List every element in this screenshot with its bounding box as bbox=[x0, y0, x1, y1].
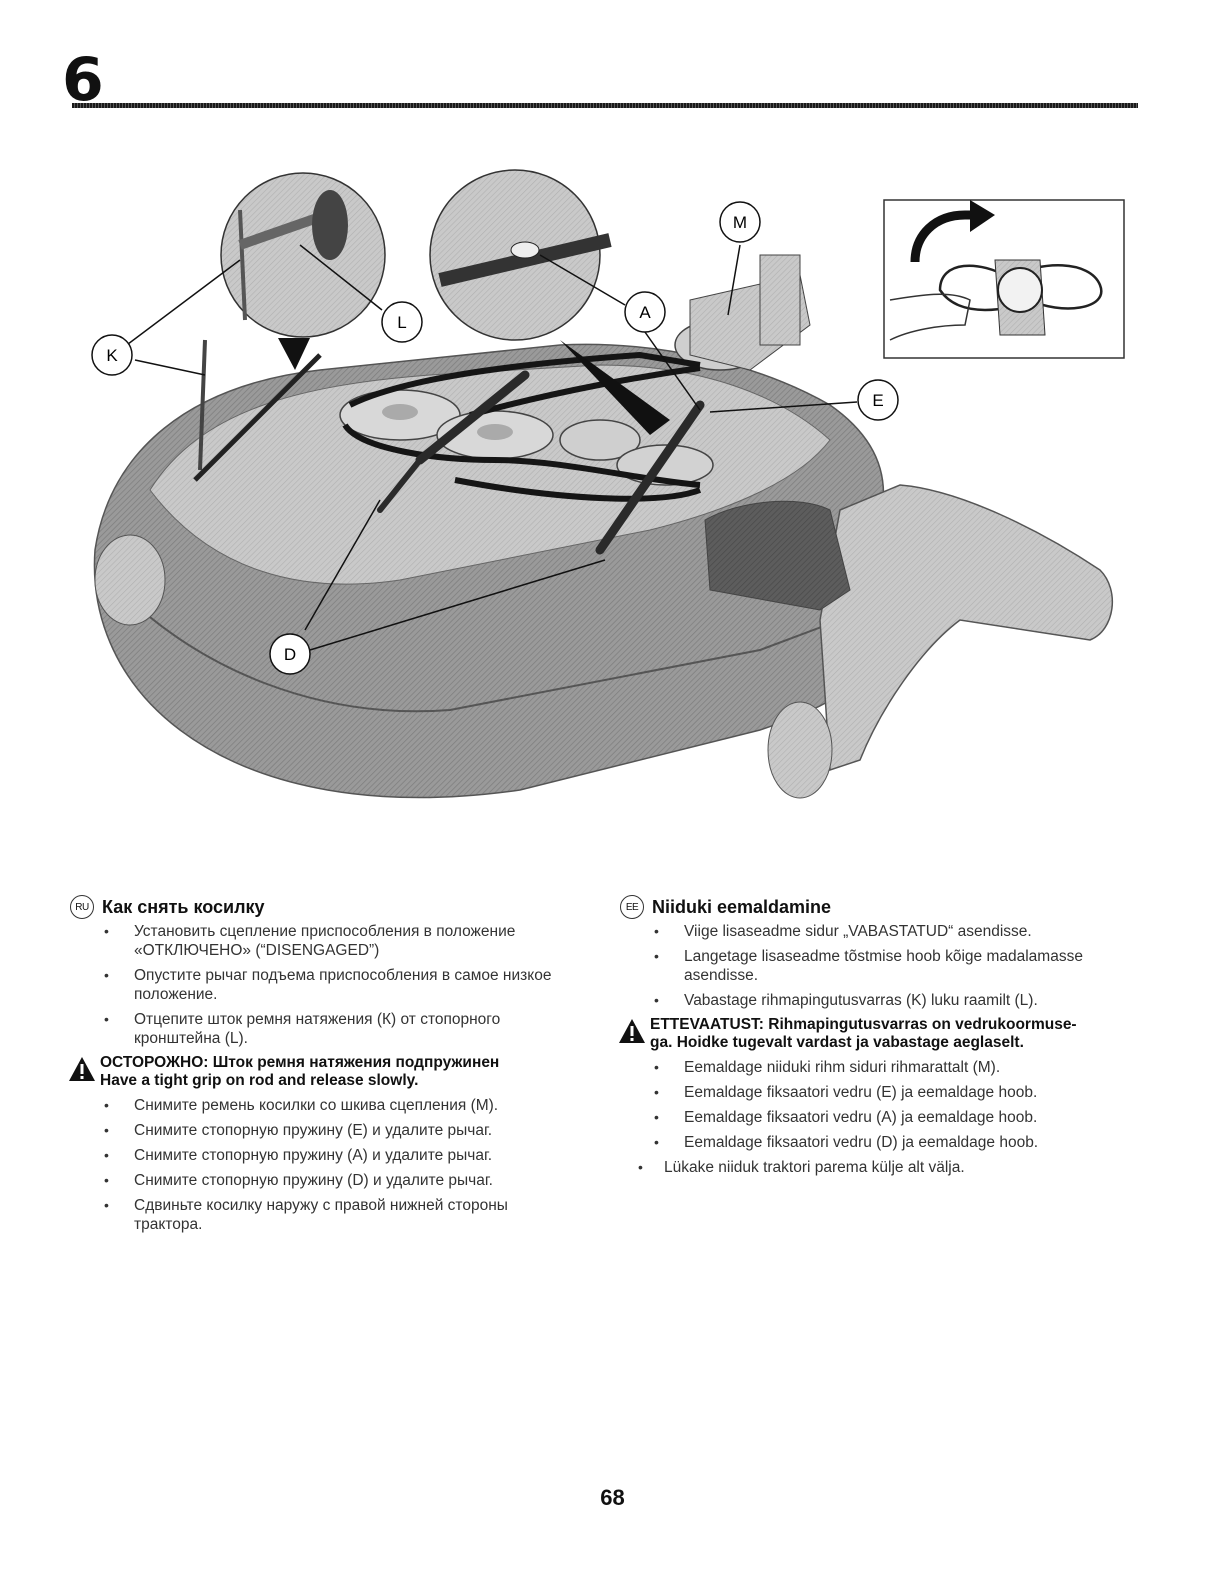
callout-a: A bbox=[624, 291, 666, 333]
ru-warning-line1: ОСТОРОЖНО: Шток ремня натяжения подпружи… bbox=[100, 1054, 500, 1071]
tension-rod bbox=[193, 339, 322, 482]
clutch-pulley bbox=[689, 254, 811, 371]
ee-instructions: EE Niiduki eemaldamine Viige lisaseadme … bbox=[618, 895, 1135, 1183]
ru-steps-list: Установить сцепление приспособления в по… bbox=[70, 922, 580, 1048]
spring-clip-inset bbox=[883, 199, 1125, 359]
ee-steps-list: Viige lisaseadme sidur „VABASTATUD“ asen… bbox=[620, 922, 1135, 1010]
ee-title: Niiduki eemaldamine bbox=[652, 896, 832, 917]
detail-circle-a bbox=[429, 169, 670, 435]
list-item: Сдвиньте косилку наружу с правой нижней … bbox=[104, 1196, 580, 1234]
discharge-chute bbox=[704, 484, 1114, 772]
linkage-rods bbox=[377, 370, 705, 555]
svg-text:E: E bbox=[872, 391, 883, 410]
ru-warning-line2: Have a tight grip on rod and release slo… bbox=[100, 1072, 419, 1089]
svg-text:M: M bbox=[733, 213, 747, 232]
ee-steps-list-2: Eemaldage niiduki rihm siduri rihmaratta… bbox=[620, 1058, 1135, 1177]
detail-circle-l bbox=[220, 172, 386, 370]
drive-belt bbox=[342, 351, 702, 502]
ru-warning: ОСТОРОЖНО: Шток ремня натяжения подпружи… bbox=[68, 1054, 580, 1090]
list-item: Eemaldage niiduki rihm siduri rihmaratta… bbox=[654, 1058, 1135, 1077]
ru-heading: RU Как снять косилку bbox=[70, 895, 580, 919]
mower-deck-illustration: K L A M E D bbox=[91, 169, 1125, 799]
list-item: Eemaldage fiksaatori vedru (A) ja eemald… bbox=[654, 1108, 1135, 1127]
rear-wheel bbox=[767, 701, 833, 799]
list-item: Vabastage rihmapingutusvarras (K) luku r… bbox=[654, 991, 1135, 1010]
list-item: Отцепите шток ремня натяжения (К) от сто… bbox=[104, 1010, 580, 1048]
callout-e: E bbox=[857, 379, 899, 421]
list-item: Установить сцепление приспособления в по… bbox=[104, 922, 580, 960]
header-rule bbox=[72, 103, 1138, 108]
list-item: Langetage lisaseadme tõstmise hoob kõige… bbox=[654, 947, 1135, 985]
list-item: Опустите рычаг подъема приспособления в … bbox=[104, 966, 580, 1004]
callout-k: K bbox=[91, 334, 133, 376]
ru-steps-list-2: Снимите ремень косилки со шкива сцеплени… bbox=[70, 1096, 580, 1234]
ee-warning-line1: ETTEVAATUST: Rihmapingutusvarras on vedr… bbox=[650, 1016, 1077, 1033]
svg-text:K: K bbox=[106, 346, 118, 365]
warning-icon bbox=[619, 1019, 645, 1043]
list-item: Снимите стопорную пружину (Е) и удалите … bbox=[104, 1121, 580, 1140]
list-item: Viige lisaseadme sidur „VABASTATUD“ asen… bbox=[654, 922, 1135, 941]
front-left-wheel bbox=[94, 534, 166, 626]
ee-warning: ETTEVAATUST: Rihmapingutusvarras on vedr… bbox=[618, 1016, 1135, 1052]
ee-warning-line2: ga. Hoidke tugevalt vardast ja vabastage… bbox=[650, 1034, 1024, 1051]
ru-title: Как снять косилку bbox=[102, 896, 265, 917]
ee-language-badge: EE bbox=[620, 895, 644, 919]
callout-m: M bbox=[719, 201, 761, 243]
warning-icon bbox=[69, 1057, 95, 1081]
page-number: 68 bbox=[600, 1485, 625, 1510]
svg-text:D: D bbox=[284, 645, 296, 664]
list-item: Снимите ремень косилки со шкива сцеплени… bbox=[104, 1096, 580, 1115]
list-item: Lükake niiduk traktori parema külje alt … bbox=[638, 1158, 1135, 1177]
list-item: Снимите стопорную пружину (А) и удалите … bbox=[104, 1146, 580, 1165]
list-item: Снимите стопорную пружину (D) и удалите … bbox=[104, 1171, 580, 1190]
ru-instructions: RU Как снять косилку Установить сцеплени… bbox=[68, 895, 580, 1240]
list-item: Eemaldage fiksaatori vedru (E) ja eemald… bbox=[654, 1083, 1135, 1102]
svg-text:L: L bbox=[397, 313, 406, 332]
callout-d: D bbox=[269, 633, 311, 675]
section-number: 6 bbox=[62, 45, 104, 115]
list-item: Eemaldage fiksaatori vedru (D) ja eemald… bbox=[654, 1133, 1135, 1152]
ee-heading: EE Niiduki eemaldamine bbox=[620, 895, 1135, 919]
ru-language-badge: RU bbox=[70, 895, 94, 919]
callout-l: L bbox=[381, 301, 423, 343]
svg-text:A: A bbox=[639, 303, 651, 322]
